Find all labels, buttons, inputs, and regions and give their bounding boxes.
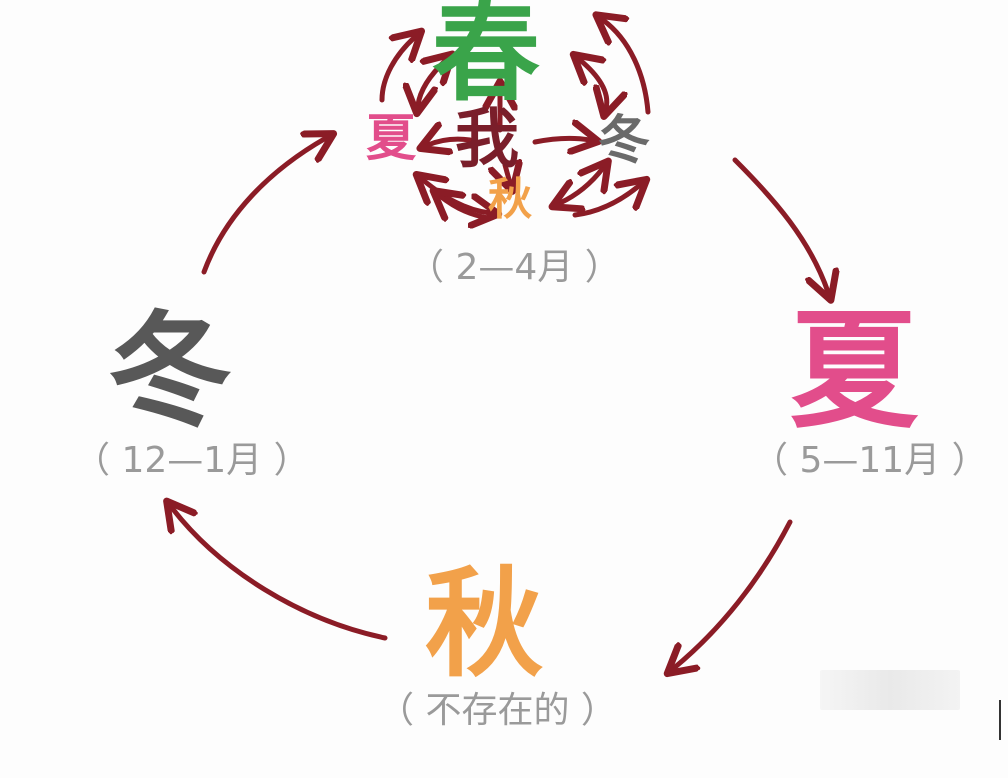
edge-mark: [999, 700, 1001, 740]
winter-label: 冬: [108, 300, 233, 444]
summer-range: （ 5—11月 ）: [752, 440, 988, 481]
spring-label: 春: [432, 0, 541, 116]
winter-range: （ 12—1月 ）: [74, 440, 310, 481]
arrow-inner-spring-winter: [580, 60, 607, 108]
arrow-inner-spring-summer-top: [379, 37, 415, 103]
summer-label: 夏: [790, 297, 919, 446]
arrow-inner-me-winter: [532, 138, 590, 142]
blurred-watermark: [820, 670, 960, 710]
arrow-inner-spring-winter-top: [603, 20, 651, 115]
inner-me-label: 我: [455, 103, 519, 177]
arrow-winter-to-spring: [201, 138, 326, 275]
arrow-summer-to-autumn: [674, 519, 793, 668]
spring-range: （ 2—4月 ）: [408, 247, 621, 288]
arrow-inner-me-summer: [428, 139, 473, 145]
arrow-spring-to-summer: [732, 157, 828, 292]
arrow-inner-autumn-winter-low: [572, 185, 640, 218]
autumn-range: （ 不存在的 ）: [378, 690, 617, 731]
arrow-inner-me-autumn: [505, 165, 510, 183]
inner-winter-label: 冬: [598, 111, 651, 171]
inner-summer-label: 夏: [366, 109, 416, 167]
arrow-inner-spring-summer: [418, 60, 446, 105]
arrow-inner-winter-autumn: [560, 168, 603, 203]
inner-autumn-label: 秋: [488, 174, 532, 225]
arrow-autumn-to-winter: [172, 508, 388, 641]
autumn-label: 秋: [425, 555, 544, 693]
arrow-inner-autumn-summer-low: [440, 196, 491, 218]
